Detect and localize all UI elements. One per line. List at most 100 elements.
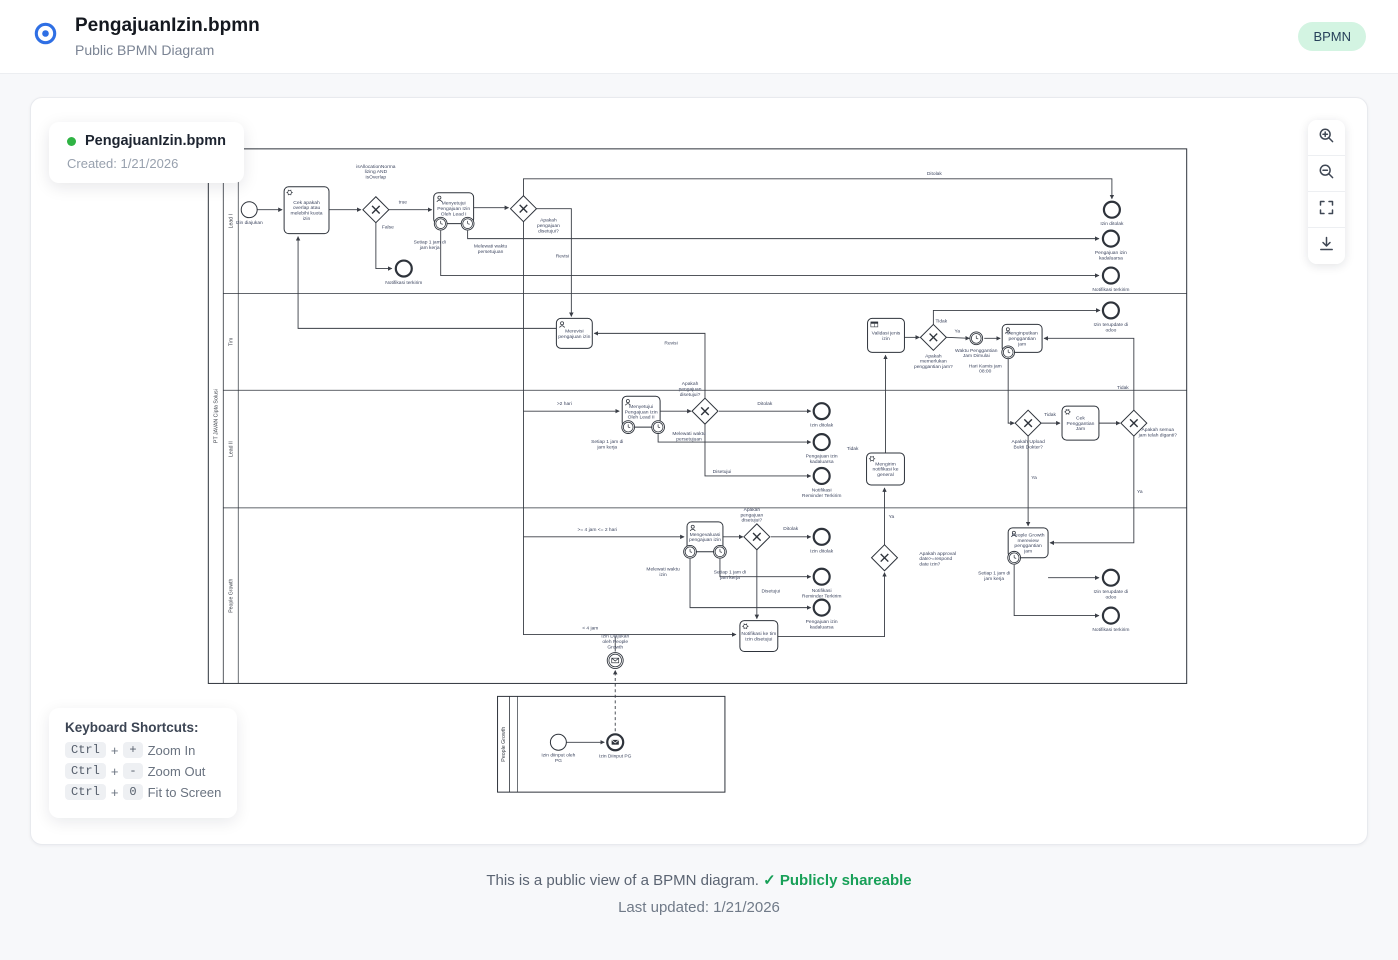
diagram-info-card: PengajuanIzin.bpmn Created: 1/21/2026 (49, 122, 244, 183)
svg-text:jam kerja: jam kerja (596, 444, 617, 450)
svg-text:Apakah: Apakah (682, 381, 699, 387)
svg-text:False: False (382, 225, 394, 231)
page-subtitle: Public BPMN Diagram (75, 41, 215, 58)
svg-text:jam: jam (1023, 549, 1032, 555)
status-dot (67, 136, 76, 146)
svg-text:Pengajuan Izin: Pengajuan Izin (437, 206, 470, 212)
svg-text:Waktu Penggantian: Waktu Penggantian (955, 348, 998, 354)
svg-text:odoo: odoo (1105, 327, 1116, 333)
svg-text:Setiap 1 jam di: Setiap 1 jam di (978, 571, 1010, 577)
svg-text:Ditolak: Ditolak (783, 526, 798, 532)
svg-text:Bukti Dokter?: Bukti Dokter? (1013, 444, 1043, 450)
svg-text:Melewati waktu: Melewati waktu (646, 567, 680, 573)
fit-to-screen-icon (1318, 199, 1335, 221)
fit-to-screen-button[interactable] (1308, 192, 1345, 228)
svg-text:Izin Diajukan: Izin Diajukan (601, 634, 629, 640)
svg-text:Notifikasi ke tim: Notifikasi ke tim (741, 631, 776, 637)
svg-text:Apakah: Apakah (925, 353, 942, 359)
svg-text:People Growth: People Growth (228, 578, 234, 612)
svg-text:Jam: Jam (1076, 426, 1085, 432)
svg-text:Apakah semua: Apakah semua (1142, 427, 1175, 433)
shareable-status: ✓ Publicly shareable (763, 872, 912, 889)
shortcut-fit-screen: Ctrl+ 0 Fit to Screen (65, 784, 221, 800)
zoom-out-button[interactable] (1308, 156, 1345, 192)
svg-text:persetujuan: persetujuan (478, 249, 504, 255)
svg-text:Apakah: Apakah (540, 218, 557, 224)
svg-text:isOverlap: isOverlap (366, 175, 387, 181)
svg-text:jam kerja: jam kerja (983, 576, 1004, 582)
last-updated: Last updated: 1/21/2026 (618, 899, 780, 916)
svg-text:izin: izin (659, 572, 667, 578)
svg-text:Izin terupdate di: Izin terupdate di (1094, 589, 1129, 595)
svg-text:Izin terupdate di: Izin terupdate di (1094, 322, 1129, 328)
zoom-in-button[interactable] (1308, 120, 1345, 156)
svg-text:Validasi jenis: Validasi jenis (872, 330, 901, 336)
footer: This is a public view of a BPMN diagram.… (0, 871, 1398, 916)
svg-text:PT JAVAN Cipta Solusi: PT JAVAN Cipta Solusi (213, 389, 219, 443)
svg-text:disetujui?: disetujui? (680, 392, 701, 398)
svg-text:Menyetujui: Menyetujui (629, 404, 653, 410)
svg-text:Pengajuan izin: Pengajuan izin (806, 454, 838, 460)
svg-text:Pengajuan izin: Pengajuan izin (1095, 250, 1127, 256)
svg-text:Izin diajukan: Izin diajukan (236, 220, 263, 226)
svg-text:Cek apakah: Cek apakah (293, 200, 320, 206)
svg-text:Setiap 1 jam di: Setiap 1 jam di (414, 240, 446, 246)
svg-text:lizing AND: lizing AND (365, 169, 388, 175)
svg-text:Tidak: Tidak (1044, 412, 1056, 418)
svg-text:Disetujui: Disetujui (713, 469, 732, 475)
svg-text:Ya: Ya (955, 328, 961, 334)
svg-text:jam telah diganti?: jam telah diganti? (1138, 432, 1178, 438)
svg-text:persetujuan: persetujuan (676, 436, 702, 442)
svg-text:People Growth: People Growth (1012, 532, 1045, 538)
diagram-file-name: PengajuanIzin.bpmn (85, 133, 226, 149)
svg-text:Izin ditolak: Izin ditolak (810, 548, 834, 554)
svg-text:kadaluarsa: kadaluarsa (810, 459, 834, 465)
svg-text:Melewati waktu: Melewati waktu (474, 244, 508, 250)
svg-text:memerlukan: memerlukan (920, 359, 947, 365)
shortcut-zoom-out: Ctrl+ - Zoom Out (65, 763, 221, 779)
svg-text:pengajuan: pengajuan (679, 387, 702, 393)
svg-text:Revisi: Revisi (664, 340, 677, 346)
svg-text:Oleh Lead I: Oleh Lead I (441, 211, 467, 217)
svg-text:Izin ditolak: Izin ditolak (1100, 221, 1124, 227)
svg-text:mereview: mereview (1017, 538, 1039, 544)
svg-text:isAllocationNorma: isAllocationNorma (356, 164, 396, 170)
svg-text:Apakah approval: Apakah approval (919, 551, 956, 557)
svg-text:Lead II: Lead II (228, 441, 234, 457)
svg-text:Melewati waktu: Melewati waktu (672, 431, 706, 437)
svg-text:Pengajuan Izin: Pengajuan Izin (625, 409, 658, 415)
svg-text:Pengajuan izin: Pengajuan izin (806, 619, 838, 625)
svg-text:penggantian: penggantian (1008, 336, 1036, 342)
svg-text:Setiap 1 jam di: Setiap 1 jam di (591, 439, 623, 445)
svg-text:pengajuan izin: pengajuan izin (558, 334, 590, 340)
svg-text:overlap atau: overlap atau (293, 205, 321, 211)
download-button[interactable] (1308, 228, 1345, 264)
svg-text:Menginputkan: Menginputkan (1007, 331, 1038, 337)
svg-text:Hari Kamis jam: Hari Kamis jam (969, 363, 1002, 369)
svg-text:Izin Diinput PG: Izin Diinput PG (599, 754, 632, 760)
svg-text:Notifikasi: Notifikasi (812, 487, 832, 493)
svg-text:Menyetujui: Menyetujui (442, 201, 466, 207)
svg-text:izin: izin (882, 336, 890, 342)
svg-text:Reminder Terkirim: Reminder Terkirim (802, 594, 841, 600)
svg-text:penggantian jam?: penggantian jam? (914, 364, 953, 370)
svg-text:>= 4 jam <= 2 hari: >= 4 jam <= 2 hari (577, 527, 617, 533)
svg-text:notifikasi ke: notifikasi ke (873, 467, 899, 473)
svg-text:jam: jam (1017, 341, 1026, 347)
svg-text:Tidak: Tidak (935, 318, 947, 324)
svg-text:Reminder Terkirim: Reminder Terkirim (802, 493, 841, 499)
zoom-out-icon (1318, 163, 1335, 185)
download-icon (1318, 235, 1335, 257)
svg-text:Notifikasi terkirim: Notifikasi terkirim (1092, 627, 1129, 633)
svg-text:izin: izin (303, 216, 311, 222)
svg-text:disetujui?: disetujui? (742, 518, 763, 524)
svg-text:Tim: Tim (228, 338, 234, 346)
app-header: PengajuanIzin.bpmn Public BPMN Diagram B… (0, 0, 1398, 74)
svg-text:Apakah Upload: Apakah Upload (1011, 439, 1045, 445)
svg-text:oleh People: oleh People (602, 639, 628, 645)
svg-text:general: general (877, 472, 894, 478)
svg-text:Jam Dimulai: Jam Dimulai (963, 353, 990, 359)
svg-text:Notifikasi: Notifikasi (812, 588, 832, 594)
